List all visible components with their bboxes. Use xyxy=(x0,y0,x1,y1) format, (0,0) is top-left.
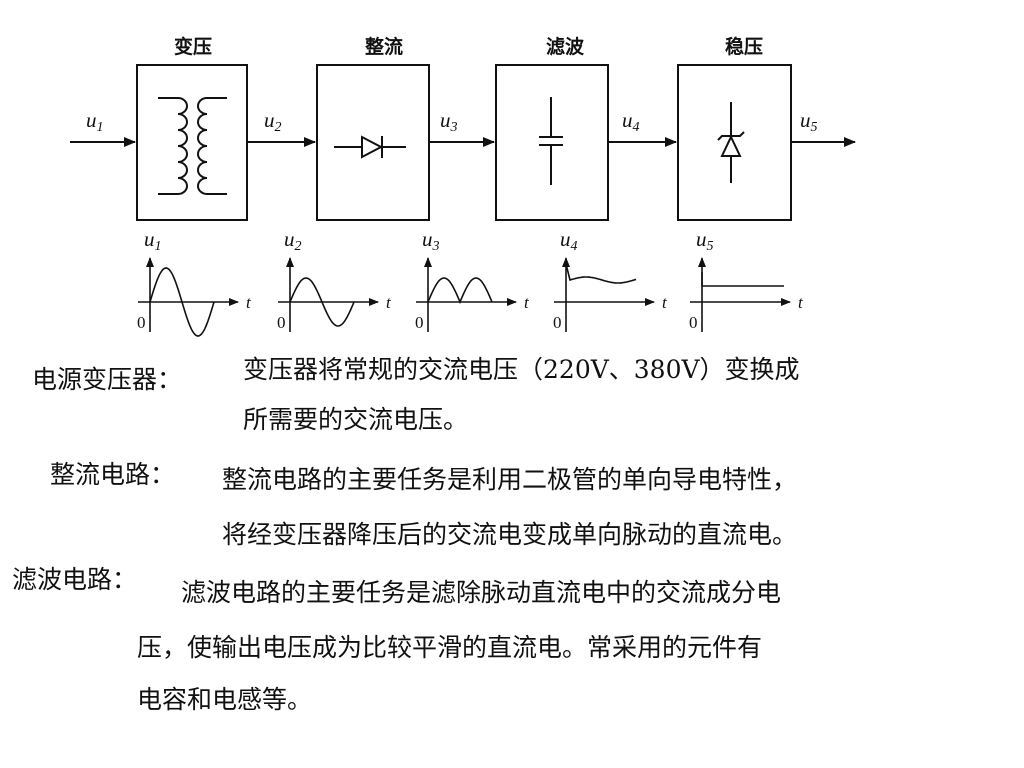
waveform-label-u3: u3 xyxy=(422,227,440,254)
block-label-rectifier: 整流 xyxy=(365,35,403,58)
waveform-curve xyxy=(427,277,493,305)
desc-filter-line-3: 电容和电感等。 xyxy=(137,685,313,714)
term-transformer: 电源变压器： xyxy=(32,365,183,394)
term-filter: 滤波电路： xyxy=(12,565,138,594)
block-label-regulator: 稳压 xyxy=(725,35,763,58)
signal-label-u3: u3 xyxy=(440,108,458,135)
origin-label: 0 xyxy=(277,313,286,332)
term-rectifier: 整流电路： xyxy=(50,460,176,489)
transformer-coil-icon xyxy=(158,97,227,195)
waveform-label-u2: u2 xyxy=(284,227,302,254)
waveform-curve xyxy=(289,277,355,327)
power-supply-block-diagram: 变压 整流 滤波 稳压 u1 u2 u3 u4 u5 u1 0 t u2 0 t u3 0 t xyxy=(70,35,856,337)
waveform-u5: u5 0 t xyxy=(689,227,804,332)
waveform-u2: u2 0 t xyxy=(277,227,392,332)
origin-label: 0 xyxy=(415,313,424,332)
time-label: t xyxy=(386,293,392,312)
origin-label: 0 xyxy=(553,313,562,332)
zener-diode-icon xyxy=(717,102,745,183)
time-label: t xyxy=(662,293,668,312)
desc-rectifier-line-1: 整流电路的主要任务是利用二极管的单向导电特性， xyxy=(222,465,798,494)
signal-label-u4: u4 xyxy=(622,108,640,135)
capacitor-icon xyxy=(539,97,563,185)
time-label: t xyxy=(798,293,804,312)
waveform-label-u5: u5 xyxy=(696,227,714,254)
block-label-filter: 滤波 xyxy=(546,35,585,58)
signal-label-u1: u1 xyxy=(86,108,104,135)
time-label: t xyxy=(524,293,530,312)
desc-rectifier-line-2: 将经变压器降压后的交流电变成单向脉动的直流电。 xyxy=(222,520,798,549)
desc-filter-line-1: 滤波电路的主要任务是滤除脉动直流电中的交流成分电 xyxy=(181,578,782,607)
waveform-curve xyxy=(701,272,784,287)
waveform-label-u1: u1 xyxy=(144,227,162,254)
waveform-u1: u1 0 t xyxy=(137,227,252,337)
signal-label-u2: u2 xyxy=(264,108,282,135)
origin-label: 0 xyxy=(137,313,146,332)
time-label: t xyxy=(246,293,252,312)
block-label-transformer: 变压 xyxy=(174,35,212,58)
origin-label: 0 xyxy=(689,313,698,332)
signal-label-u5: u5 xyxy=(800,108,818,135)
desc-transformer-line-1: 变压器将常规的交流电压（220V、380V）变换成 xyxy=(243,355,800,384)
transformer-block xyxy=(136,64,248,221)
waveform-u3: u3 0 t xyxy=(415,227,530,332)
desc-transformer-line-2: 所需要的交流电压。 xyxy=(243,405,469,434)
waveform-curve xyxy=(565,263,637,284)
waveform-u4: u4 0 t xyxy=(553,227,668,332)
waveform-label-u4: u4 xyxy=(560,227,578,254)
waveform-curve xyxy=(149,267,215,337)
waveform-graphs: u1 0 t u2 0 t u3 0 t u4 0 t u5 0 t xyxy=(137,227,804,337)
diode-icon xyxy=(334,135,406,159)
filter-block xyxy=(495,64,609,221)
desc-filter-line-2: 压，使输出电压成为比较平滑的直流电。常采用的元件有 xyxy=(137,633,763,662)
